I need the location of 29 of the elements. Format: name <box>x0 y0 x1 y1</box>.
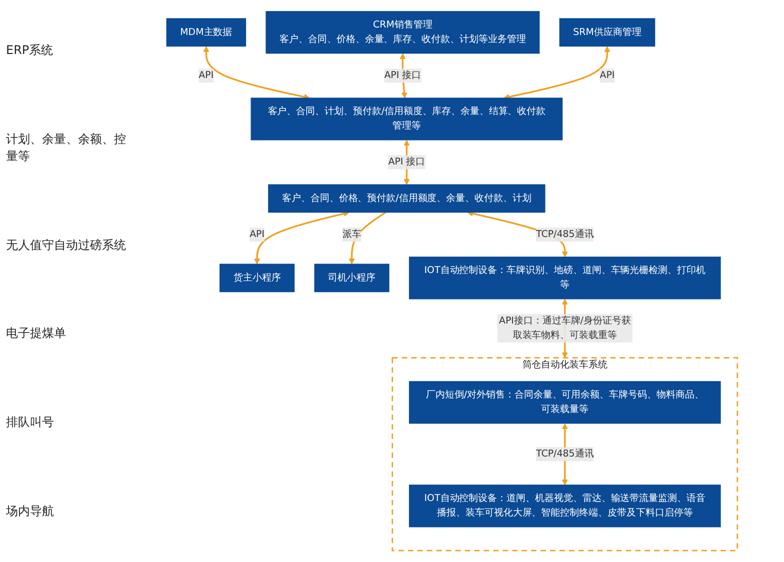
node-box: 司机小程序 <box>314 264 390 292</box>
node-box: MDM主数据 <box>166 18 246 47</box>
node-box: SRM供应商管理 <box>559 18 656 47</box>
note-text: ERP系统 <box>6 42 54 59</box>
edge-label: API 接口 <box>388 156 426 168</box>
edge-label: API <box>600 70 615 81</box>
note-text: 电子提煤单 <box>6 325 67 342</box>
edge-label: TCP/485通讯 <box>536 448 594 460</box>
note-text: 排队叫号 <box>6 414 55 432</box>
node-box: 货主小程序 <box>220 264 295 292</box>
edge-label: TCP/485通讯 <box>536 228 594 240</box>
node-box: CRM销售管理 客户、合同、价格、余量、库存、收付款、计划等业务管理 <box>266 11 540 54</box>
node-box: IOT自动控制设备：道闸、机器视觉、雷达、输送带流量监测、语音播报、装车可视化大屏、智能控制终端、皮带及下料口启停等 <box>408 484 721 528</box>
edge-label: API 接口 <box>384 70 422 81</box>
arrow <box>348 212 386 264</box>
node-box: 客户、合同、价格、预付款/信用额度、余量、收付款、计划 <box>268 184 546 213</box>
edge-label: API接口：通过车牌/身份证号获取装车物料、可装载重等 <box>498 316 631 341</box>
note-text: 无人值守自动过磅系统 <box>6 236 126 254</box>
edge-label: 派车 <box>342 228 362 240</box>
note-text: 场内导航 <box>6 503 55 520</box>
arrow <box>254 210 350 264</box>
node-box: IOT自动控制设备：车牌识别、地磅、道闸、车辆光栅检测、打印机等 <box>408 256 721 300</box>
edge-label: API <box>250 228 265 240</box>
node-box: 客户、合同、计划、预付款/信用额度、库存、余量、结算、收付款管理等 <box>250 98 563 140</box>
arrow <box>504 46 610 100</box>
edge-label: API <box>198 70 214 81</box>
arrow <box>203 46 310 100</box>
node-box: 厂内短倒/对外销售：合同余量、可用余额、车牌号码、物料商品、可装载量等 <box>408 381 721 424</box>
note-text: 计划、余量、余额、控量等 <box>6 130 126 165</box>
